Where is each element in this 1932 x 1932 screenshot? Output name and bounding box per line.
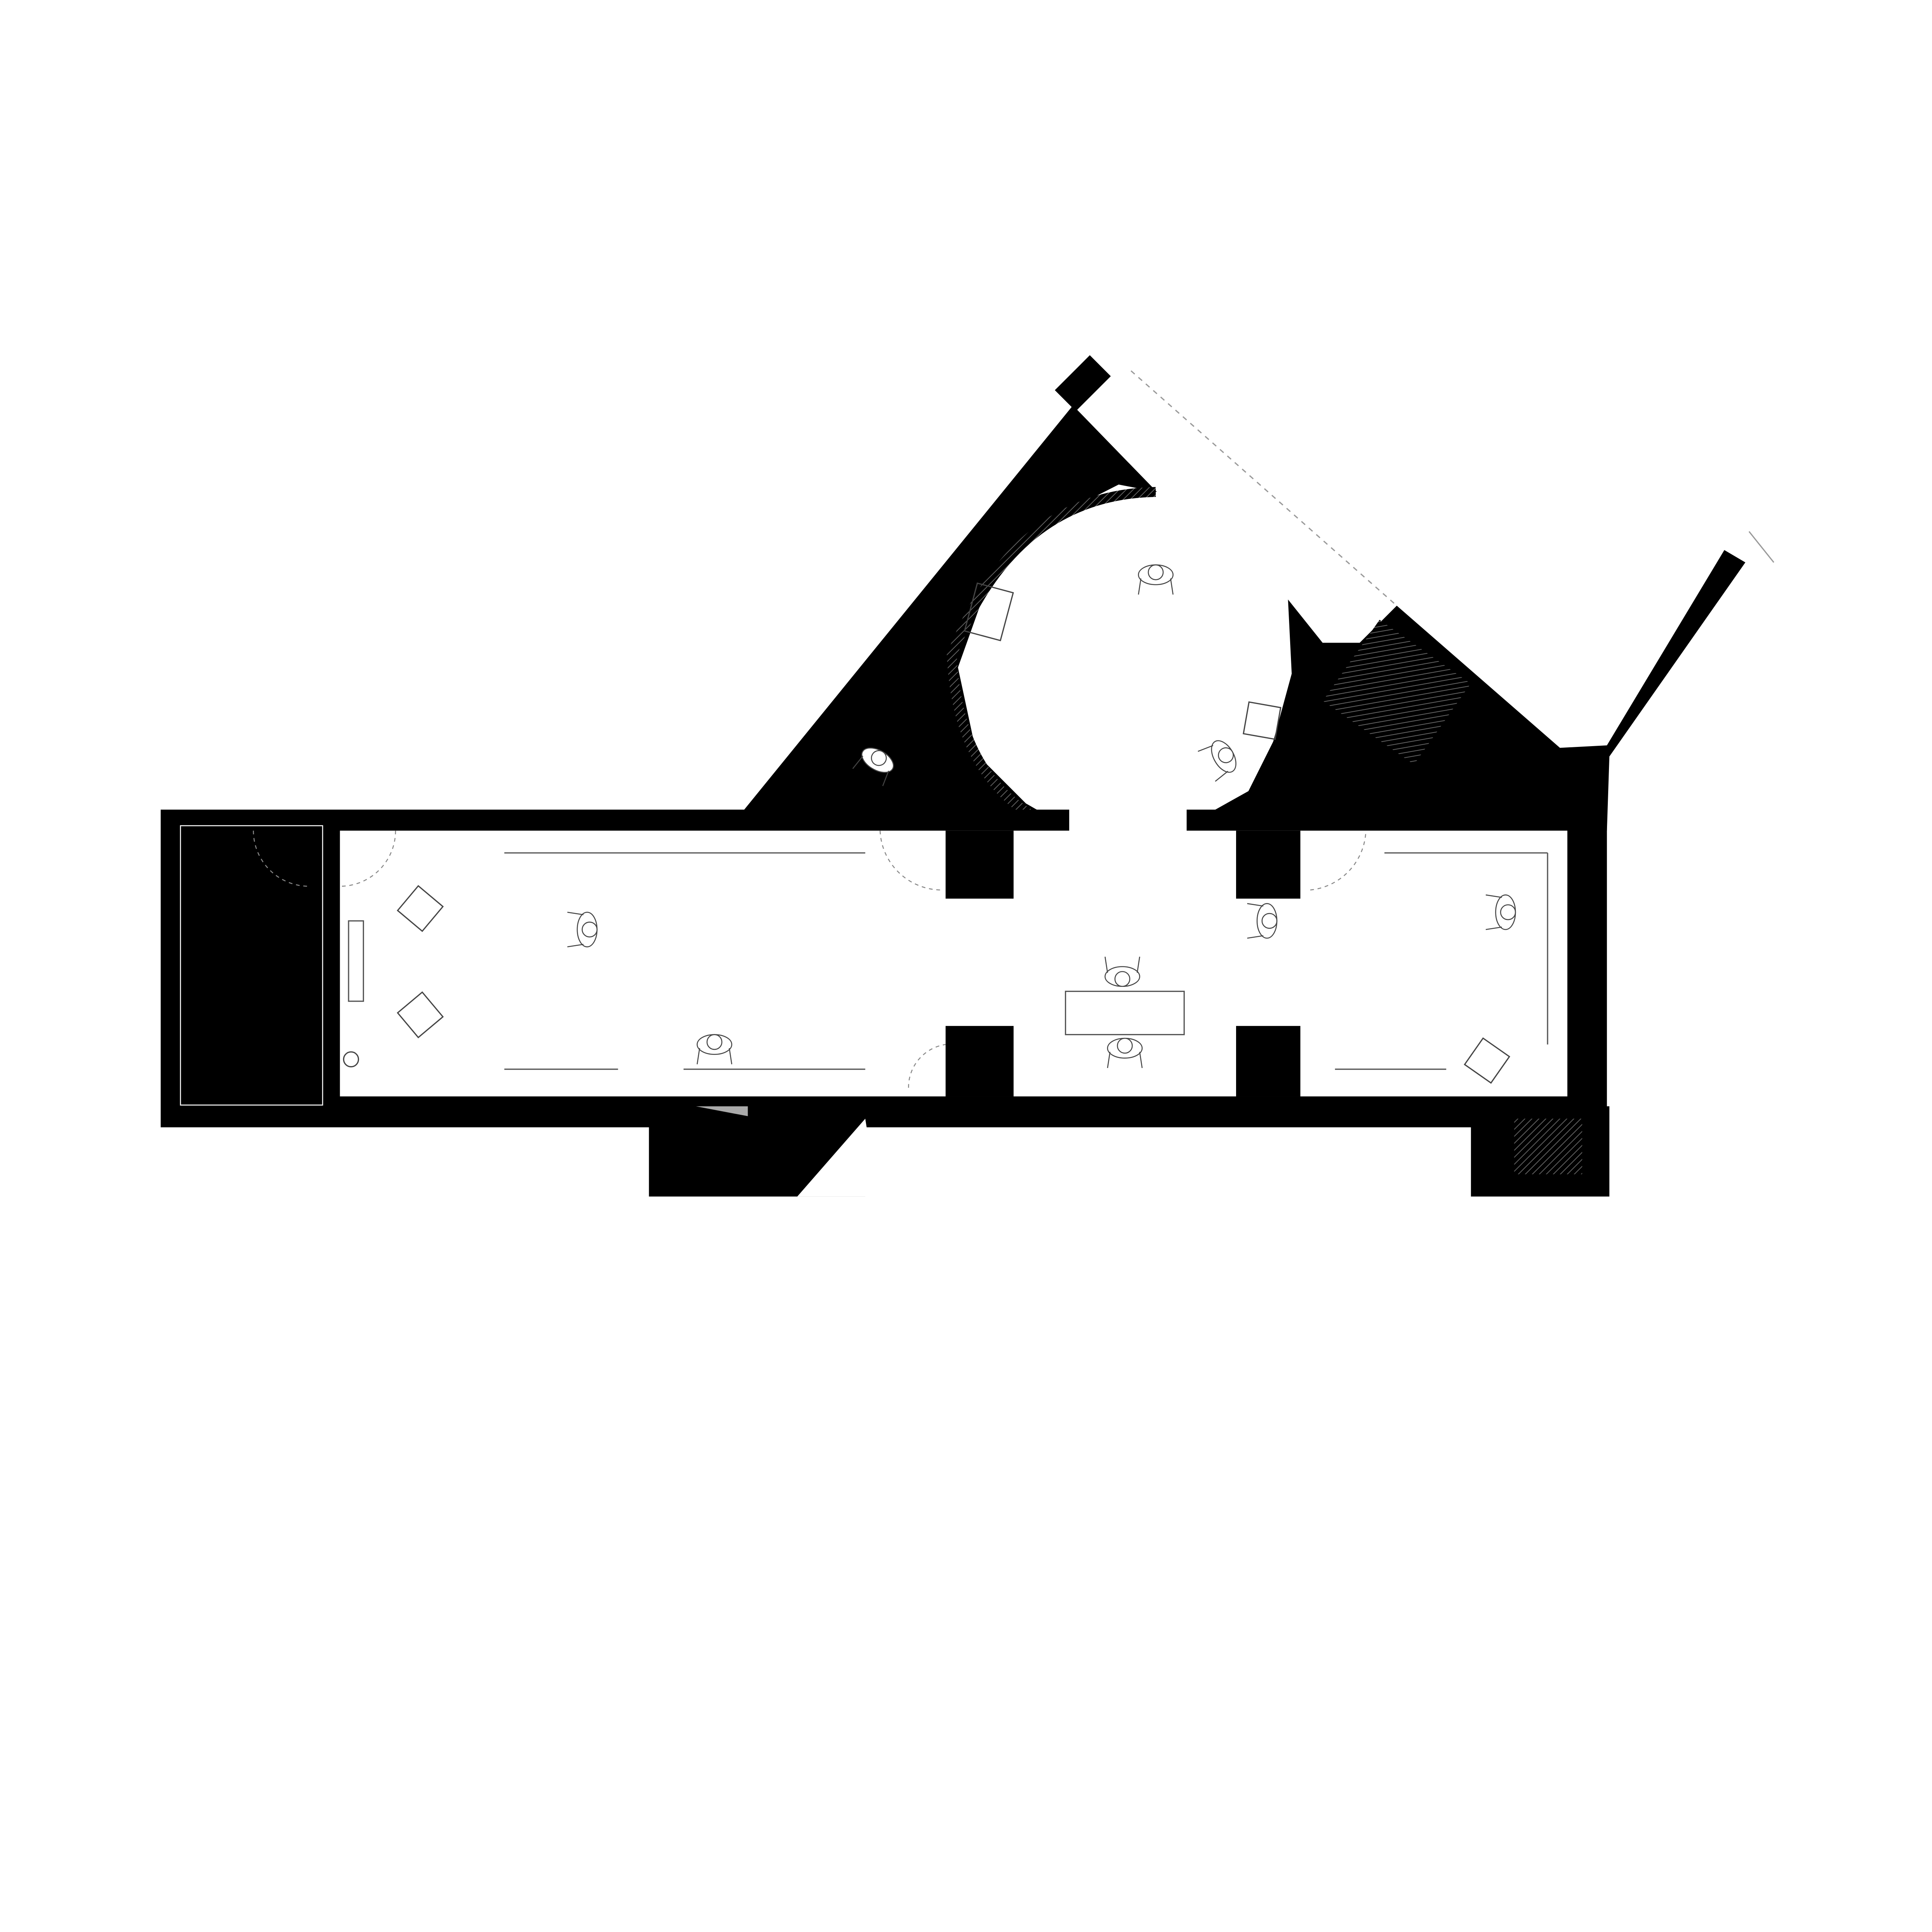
person-figure: [1247, 903, 1277, 939]
wing-right-wall: [1187, 550, 1745, 831]
floor-plan: [160, 355, 1774, 1197]
person-figure: [1104, 956, 1140, 987]
curved-wall-hatch: [947, 487, 1156, 835]
person-figure: [1107, 1037, 1143, 1068]
stair: [1323, 620, 1471, 765]
skylight: [696, 1106, 748, 1116]
person-figure: [1197, 740, 1236, 782]
person-figure: [1138, 564, 1174, 595]
wing-left-wall: [739, 405, 1157, 828]
pillar-bottom-left: [946, 1026, 1014, 1097]
pillar-bottom-right: [1236, 1026, 1301, 1097]
pillar-top-right: [1236, 830, 1301, 899]
circular-room-opening: [1069, 803, 1187, 841]
annex-right-hatch: [1514, 1119, 1582, 1175]
person-figure: [852, 747, 894, 786]
chairs: [343, 582, 1510, 1084]
pillar-top-left: [946, 830, 1014, 899]
person-figure: [1485, 894, 1516, 930]
door-swings: [253, 830, 1367, 1088]
human-figures: [567, 564, 1516, 1068]
wing-left-column: [1054, 355, 1111, 412]
glazing-line-right: [1748, 531, 1774, 563]
person-figure: [696, 1034, 733, 1065]
person-figure: [567, 912, 598, 947]
central-table: [1065, 990, 1185, 1036]
display-rails: [348, 852, 1548, 1070]
storage-room-outline: [180, 825, 323, 1106]
annex-left-cut: [797, 1119, 878, 1197]
